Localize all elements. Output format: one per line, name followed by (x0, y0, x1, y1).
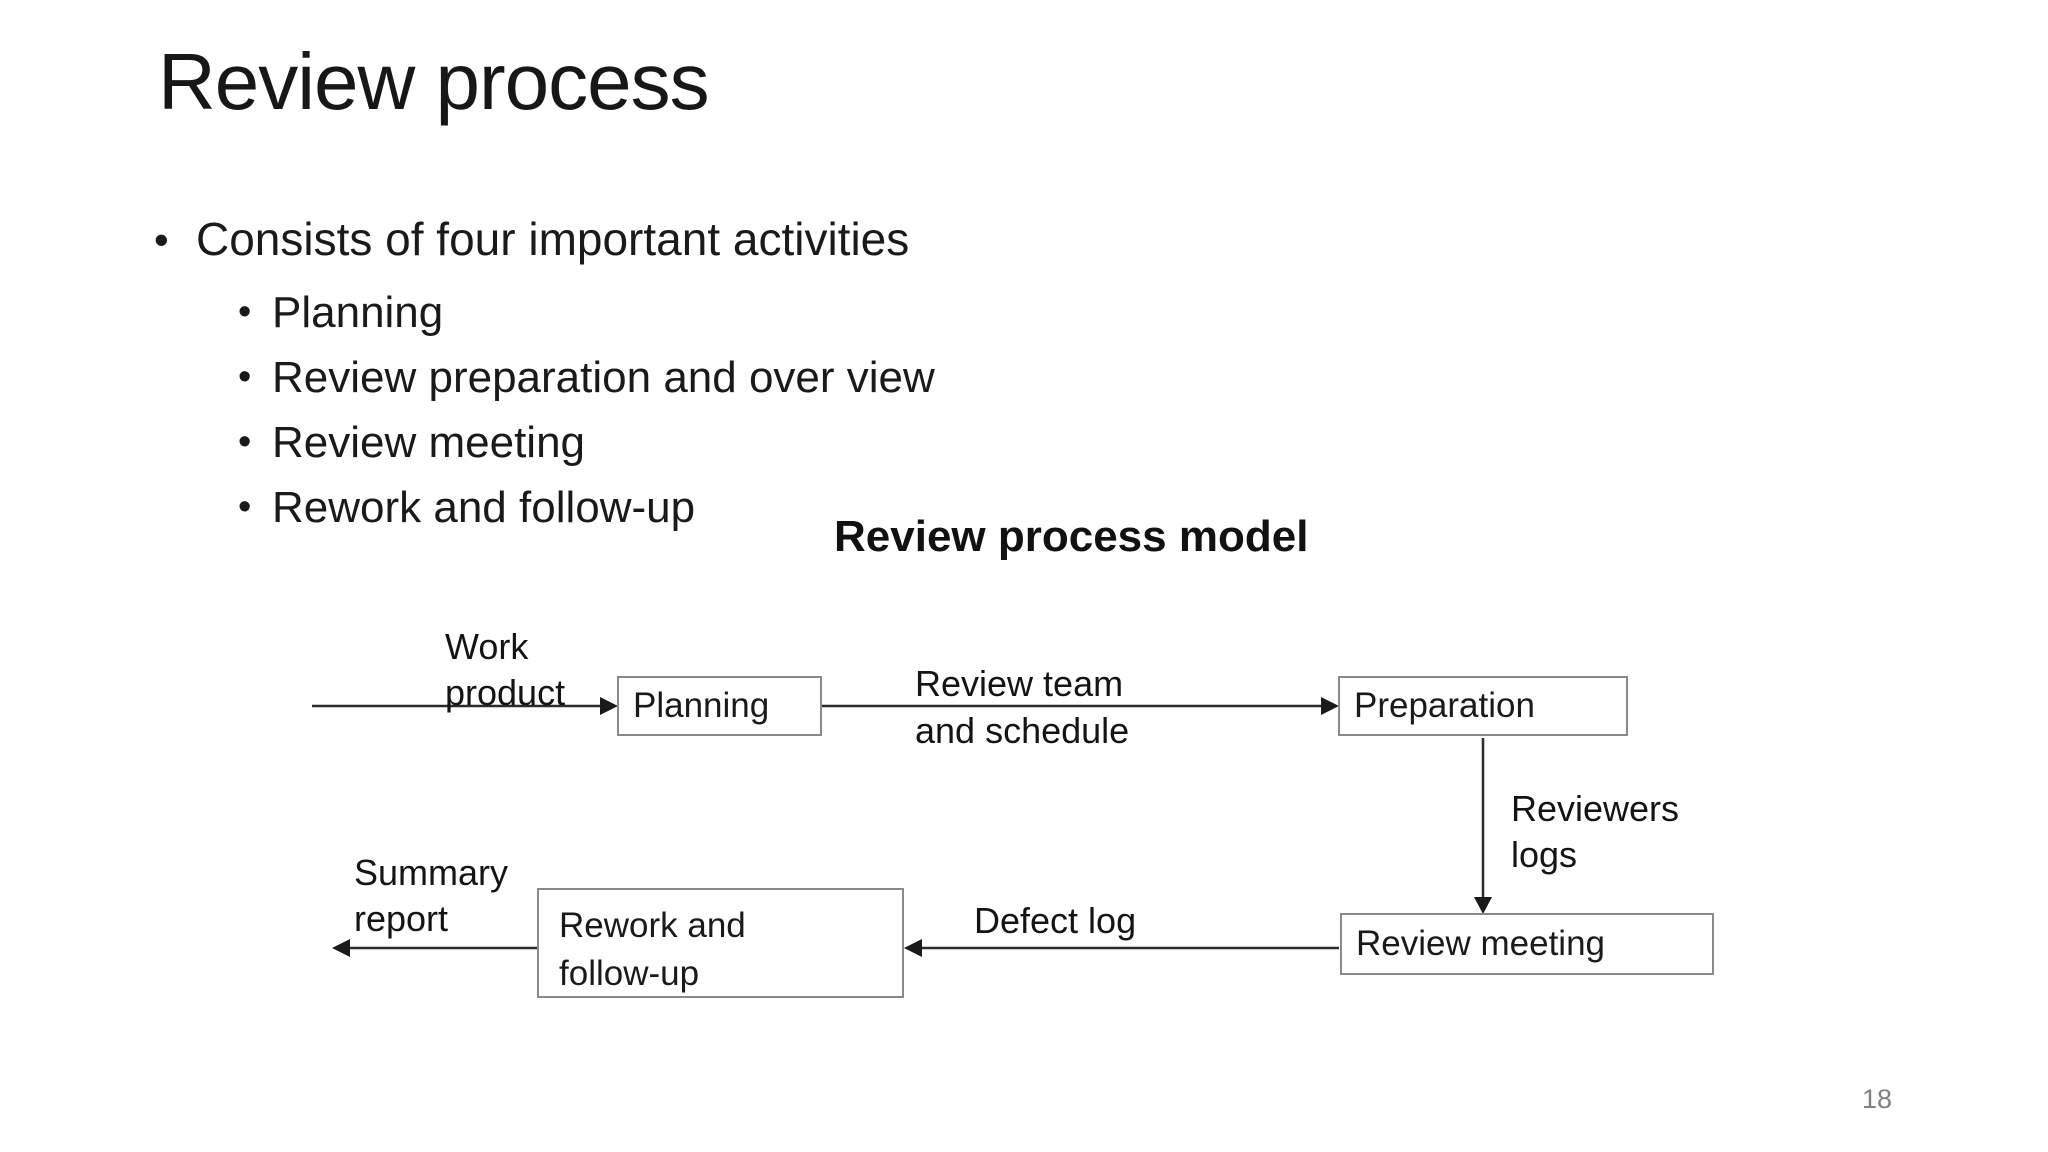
preparation-box: Preparation (1338, 676, 1628, 736)
planning-box: Planning (617, 676, 822, 736)
reviewers-logs-label: Reviewers logs (1511, 786, 1679, 878)
work-product-label: Work product (445, 624, 565, 716)
review-meeting-box-label: Review meeting (1356, 924, 1605, 963)
review-meeting-box: Review meeting (1340, 913, 1714, 975)
review-team-label-line2: and schedule (915, 710, 1130, 751)
page-number: 18 (1862, 1084, 1893, 1114)
reviewers-logs-label-line1: Reviewers (1511, 788, 1680, 829)
summary-report-label: Summary report (354, 850, 508, 942)
reviewers-logs-arrow (1474, 738, 1492, 914)
bullet-item-review-meeting: Review meeting (272, 418, 586, 467)
bullet-item-review-preparation: Review preparation and over view (272, 353, 935, 402)
summary-report-label-line2: report (354, 898, 449, 939)
reviewers-logs-label-line2: logs (1511, 834, 1578, 875)
diagram-heading: Review process model (834, 512, 1309, 561)
bullet-dot: • (238, 291, 252, 333)
rework-box-label-line1: Rework and (559, 906, 746, 945)
bullet-item-rework: Rework and follow-up (272, 483, 696, 532)
bullet-dot: • (154, 216, 169, 263)
defect-log-label: Defect log (974, 900, 1137, 941)
rework-followup-box: Rework and follow-up (537, 888, 904, 998)
work-product-label-line1: Work (445, 626, 529, 667)
bullet-dot: • (238, 486, 252, 528)
planning-box-label: Planning (633, 686, 770, 725)
review-team-label-line1: Review team (915, 663, 1124, 704)
preparation-box-label: Preparation (1354, 686, 1535, 725)
bullet-item-planning: Planning (272, 288, 444, 337)
bullet-dot: • (238, 421, 252, 463)
slide-title: Review process (158, 37, 710, 126)
bullet-level1-text: Consists of four important activities (196, 213, 910, 265)
review-team-label: Review team and schedule (915, 660, 1129, 754)
work-product-label-line2: product (445, 672, 566, 713)
rework-box-label-line2: follow-up (559, 954, 700, 993)
summary-report-label-line1: Summary (354, 852, 509, 893)
bullet-dot: • (238, 356, 252, 398)
